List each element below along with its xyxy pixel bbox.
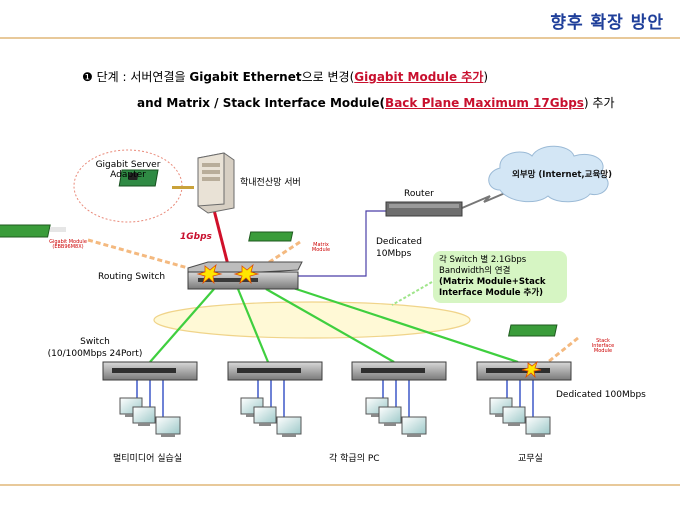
edge-switch-3 <box>351 361 447 381</box>
note-line-1: 각 Switch 별 2.1Gbps <box>439 255 527 265</box>
stack-module-label: Stack Interface Module <box>591 338 615 354</box>
switch-spec-label: Switch (10/100Mbps 24Port) <box>47 337 143 359</box>
staff-room-label: 교무실 <box>518 454 543 464</box>
uplink-switch-3 <box>265 288 395 363</box>
uplink-switch-1 <box>149 288 215 363</box>
line1-gigabit: Gigabit Ethernet <box>189 70 302 84</box>
uplink-switch-4 <box>289 285 519 364</box>
stack-module-arrow <box>547 336 579 364</box>
pc-cluster-2 <box>240 397 302 437</box>
matrix-module-card <box>248 231 294 242</box>
internet-lightning <box>461 189 513 209</box>
line1-prefix: 단계 : 서버연결을 <box>96 70 190 84</box>
pc-cluster-1 <box>119 397 181 437</box>
gbps-label: 1Gbps <box>180 232 212 242</box>
switch-uplinks <box>149 285 519 364</box>
dedicated-100mbps-label: Dedicated 100Mbps <box>556 390 646 400</box>
gigabit-module-arrow <box>87 238 189 270</box>
intro-line-1: ❶ 단계 : 서버연결을 Gigabit Ethernet으로 변경(Gigab… <box>82 68 488 85</box>
gigabit-module-label: Gigabit Module (EBB96M8X) <box>49 239 87 250</box>
line2-prefix: and Matrix / Stack Interface Module( <box>137 96 386 110</box>
dedicated-10mbps-label: Dedicated 10Mbps <box>376 237 422 259</box>
note-line-2: Bandwidth의 연결 <box>439 266 511 276</box>
server-adapter-card <box>118 169 194 189</box>
switch-spark-1 <box>196 263 223 285</box>
gigabit-module-card <box>0 224 66 238</box>
pc-wires <box>136 380 534 422</box>
bottom-divider <box>0 484 680 486</box>
line2-highlight: Back Plane Maximum 17Gbps <box>385 96 584 110</box>
internet-cloud <box>488 145 609 203</box>
router-device <box>385 201 463 217</box>
multimedia-lab-label: 멀티미디어 실습실 <box>113 454 183 464</box>
line1-highlight: Gigabit Module 추가 <box>354 70 484 84</box>
page-title: 향후 확장 방안 <box>550 13 664 33</box>
routing-switch-label: Routing Switch <box>98 272 166 282</box>
edge-switch-spark <box>521 360 542 379</box>
backbone-ellipse <box>153 301 471 339</box>
internet-label: 외부망 (Internet,교육망) <box>512 170 612 180</box>
bandwidth-note: 각 Switch 별 2.1Gbps Bandwidth의 연결 (Matrix… <box>433 251 567 303</box>
gigabit-server-link <box>212 209 230 266</box>
line2-suffix: ) 추가 <box>583 96 615 110</box>
pc-cluster-3 <box>365 397 427 437</box>
matrix-module-arrow <box>267 240 301 265</box>
switch-spark-2 <box>233 263 260 285</box>
module-arrows <box>87 238 579 364</box>
server-tower <box>197 152 235 214</box>
edge-switch-1 <box>102 361 198 381</box>
matrix-module-label: Matrix Module <box>311 242 331 253</box>
note-pointer <box>391 281 433 306</box>
note-line-3: (Matrix Module+Stack <box>439 277 546 287</box>
edge-switch-4 <box>476 360 572 381</box>
note-line-4: Interface Module 추가) <box>439 288 544 298</box>
intro-line-2: and Matrix / Stack Interface Module(Back… <box>137 94 615 111</box>
router-label: Router <box>404 189 434 199</box>
pc-cluster-4 <box>489 397 551 437</box>
router-link <box>298 210 386 277</box>
server-adapter-label: Gigabit Server Adapter <box>95 160 161 180</box>
uplink-switch-2 <box>236 288 270 363</box>
line1-middle: 으로 변경( <box>301 70 355 84</box>
line1-suffix: ) <box>483 70 489 84</box>
bullet-number: ❶ <box>82 70 93 84</box>
routing-switch-device <box>187 261 303 290</box>
campus-server-label: 학내전산망 서버 <box>240 178 301 188</box>
stack-module-card <box>507 324 558 337</box>
edge-switch-2 <box>227 361 323 381</box>
top-divider <box>0 37 680 39</box>
classroom-pc-label: 각 학급의 PC <box>329 454 380 464</box>
